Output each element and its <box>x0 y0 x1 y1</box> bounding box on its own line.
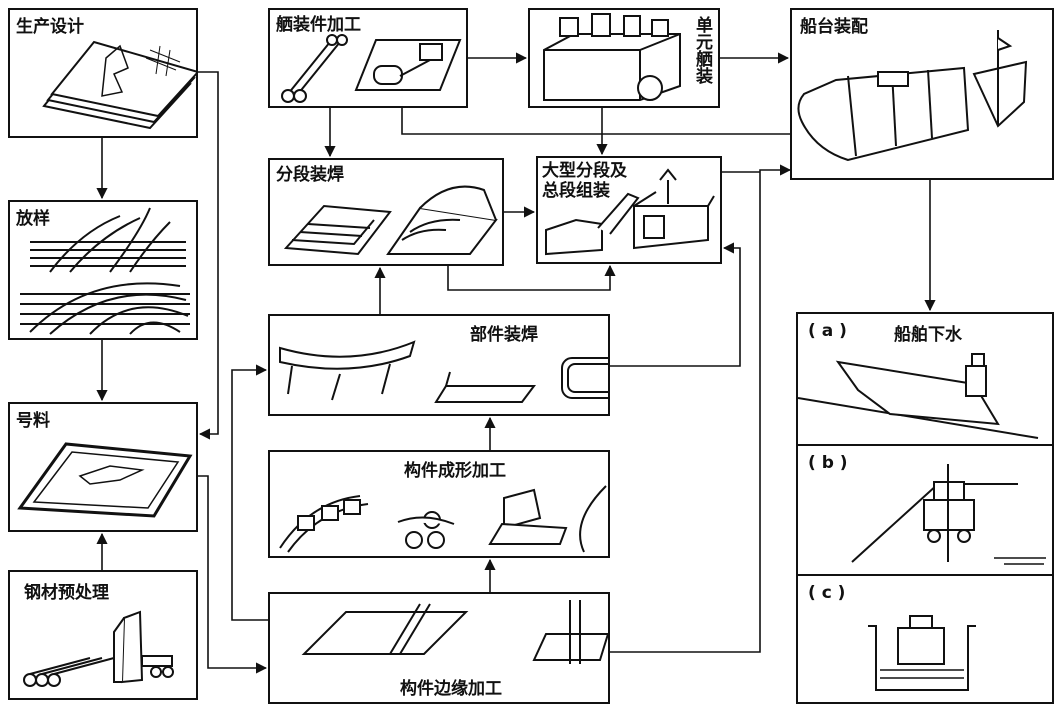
edge-processing-label: 构件边缘加工 <box>400 680 502 699</box>
outfitting-machining-box: 舾装件加工 <box>268 8 468 108</box>
launching-box: ( a ) 船舶下水 ( b ) ( c ) <box>796 312 1054 704</box>
welded-parts-icon <box>270 316 608 414</box>
marking-box: 号料 <box>8 402 198 532</box>
large-block-assembly-box: 大型分段及 总段组装 <box>536 156 722 264</box>
edge-processing-box: 构件边缘加工 <box>268 592 610 704</box>
pretreatment-machine-icon <box>10 572 196 698</box>
edge-machining-icon <box>270 594 608 678</box>
block-welding-box: 分段装焊 <box>268 158 504 266</box>
forming-tools-icon <box>270 452 608 556</box>
unit-outfitting-box: 单元舾装 <box>528 8 720 108</box>
production-design-box: 生产设计 <box>8 8 198 138</box>
block-structures-icon <box>270 160 502 264</box>
large-block-icon <box>538 158 720 262</box>
unit-module-icon <box>530 10 696 106</box>
drawing-sheets-icon <box>10 10 196 136</box>
outfitting-parts-icon <box>270 10 466 106</box>
hull-blocks-icon <box>792 10 1052 178</box>
berth-assembly-box: 船台装配 <box>790 8 1054 180</box>
lofting-lines-icon <box>10 202 196 338</box>
marking-plate-icon <box>10 404 196 530</box>
part-welding-box: 部件装焊 <box>268 314 610 416</box>
member-forming-box: 构件成形加工 <box>268 450 610 558</box>
steel-pretreatment-box: 钢材预处理 <box>8 570 198 700</box>
launching-methods-icon <box>798 314 1052 702</box>
lofting-box: 放样 <box>8 200 198 340</box>
